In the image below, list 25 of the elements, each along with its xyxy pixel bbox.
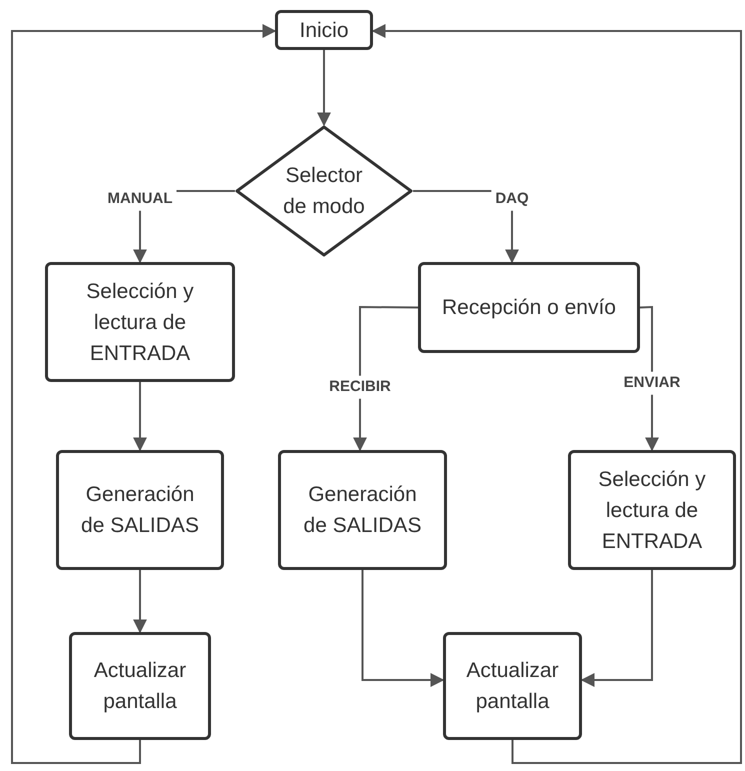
node-text: Inicio	[298, 18, 350, 44]
node-text: Generación de SALIDAS	[80, 482, 200, 539]
arrow	[362, 570, 444, 687]
process-box	[56, 450, 224, 570]
process-box	[45, 262, 235, 382]
arrow	[133, 382, 147, 452]
arrow	[372, 24, 742, 764]
start-box	[275, 10, 373, 50]
process-box	[418, 262, 640, 353]
node-text: Selección y lectura de ENTRADA	[597, 466, 707, 554]
process-box	[443, 632, 582, 740]
arrow	[11, 24, 276, 764]
arrow	[317, 50, 331, 126]
node-text: Actualizar pantalla	[465, 658, 560, 715]
node-text: Recepción o envío	[441, 295, 617, 321]
node-text: Generación de SALIDAS	[302, 482, 422, 539]
process-box	[69, 632, 211, 740]
process-box	[278, 450, 447, 570]
arrow	[353, 306, 418, 452]
node-text: Selección y lectura de ENTRADA	[85, 278, 195, 366]
arrow	[580, 570, 653, 687]
arrow	[133, 570, 147, 634]
node-text: Actualizar pantalla	[92, 658, 188, 715]
process-box	[568, 450, 736, 570]
node-text: Selector de modo	[282, 163, 366, 220]
